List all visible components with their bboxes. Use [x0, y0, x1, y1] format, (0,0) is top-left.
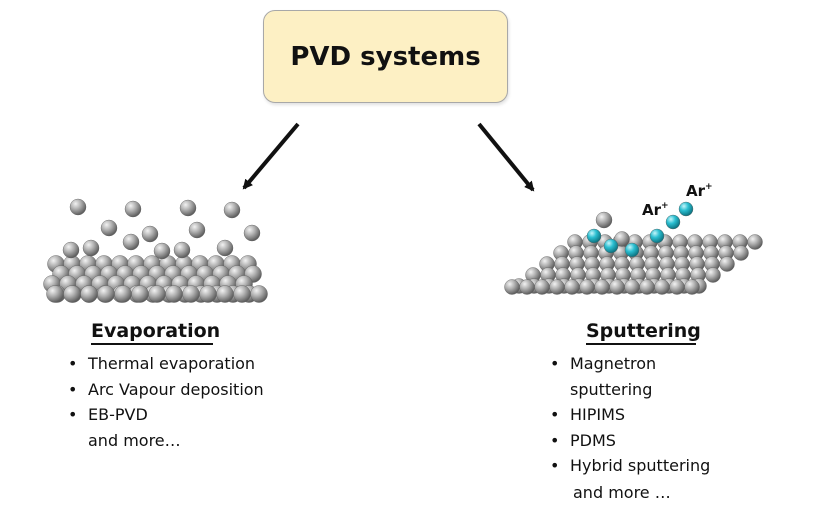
page-title: PVD systems — [290, 41, 481, 72]
substrate-atom — [250, 285, 268, 303]
sputtered-atom — [614, 231, 630, 247]
argon-ion — [665, 214, 681, 230]
evaporated-atom — [173, 241, 191, 259]
target-atom — [747, 234, 763, 250]
substrate-atom — [182, 285, 200, 303]
list-item: Magnetron — [548, 351, 710, 377]
list-item: PDMS — [548, 428, 710, 454]
substrate-atom — [233, 285, 251, 303]
list-item: Hybrid sputtering — [548, 453, 710, 479]
argon-ion — [649, 228, 665, 244]
argon-ion — [603, 238, 619, 254]
evaporated-atom — [243, 224, 261, 242]
list-item: Thermal evaporation — [66, 351, 264, 377]
evaporation-substrate — [43, 255, 268, 303]
target-atom — [639, 279, 655, 295]
evaporated-atom — [141, 225, 159, 243]
sputtering-more: and more … — [573, 483, 671, 502]
substrate-atom — [46, 285, 64, 303]
evaporated-atom — [122, 233, 140, 251]
target-atom — [609, 279, 625, 295]
arrow-to-sputtering — [477, 122, 535, 192]
target-atom — [594, 279, 610, 295]
sputtering-heading: Sputtering — [586, 320, 701, 342]
evaporated-atom — [62, 241, 80, 259]
target-atom — [705, 267, 721, 283]
target-atom — [669, 279, 685, 295]
evaporated-atom — [100, 219, 118, 237]
substrate-atom — [148, 285, 166, 303]
argon-ion — [624, 242, 640, 258]
ion-label-1: Ar+ — [642, 201, 669, 219]
target-atom — [519, 279, 535, 295]
evaporated-atoms — [62, 198, 261, 260]
ion-label-2: Ar+ — [686, 182, 713, 200]
substrate-atom — [63, 285, 81, 303]
argon-ion — [678, 201, 694, 217]
evaporated-atom — [124, 200, 142, 218]
argon-ion — [586, 228, 602, 244]
target-atom — [719, 256, 735, 272]
evaporated-atom — [179, 199, 197, 217]
sputtering-list: Magnetron sputtering HIPIMS PDMS Hybrid … — [548, 351, 710, 479]
substrate-atom — [216, 285, 234, 303]
substrate-atom — [199, 285, 217, 303]
evaporated-atom — [188, 221, 206, 239]
title-box: PVD systems — [263, 10, 508, 103]
evaporation-heading: Evaporation — [91, 320, 221, 342]
substrate-atom — [165, 285, 183, 303]
evaporated-atom — [223, 201, 241, 219]
sputtered-particles — [586, 201, 694, 258]
target-atom — [684, 279, 700, 295]
evaporated-atom — [82, 239, 100, 257]
substrate-atom — [114, 285, 132, 303]
sputtered-atom — [595, 211, 613, 229]
arrow-to-evaporation — [242, 122, 300, 190]
sputtering-target — [504, 234, 763, 295]
list-item: HIPIMS — [548, 402, 710, 428]
target-atom — [549, 279, 565, 295]
substrate-atom — [97, 285, 115, 303]
evaporated-atom — [153, 242, 171, 260]
substrate-atom — [131, 285, 149, 303]
evaporation-more: and more… — [88, 431, 181, 450]
target-atom — [733, 245, 749, 261]
target-atom — [504, 279, 520, 295]
list-item: EB-PVD — [66, 402, 264, 428]
target-atom — [624, 279, 640, 295]
evaporated-atom — [216, 239, 234, 257]
list-item: Arc Vapour deposition — [66, 377, 264, 403]
sputtering-heading-underline — [586, 343, 696, 345]
evaporation-list: Thermal evaporation Arc Vapour depositio… — [66, 351, 264, 428]
target-atom — [579, 279, 595, 295]
target-atom — [564, 279, 580, 295]
target-atom — [654, 279, 670, 295]
list-item: sputtering — [570, 379, 653, 399]
target-atom — [534, 279, 550, 295]
evaporation-heading-underline — [91, 343, 213, 345]
evaporated-atom — [69, 198, 87, 216]
substrate-atom — [80, 285, 98, 303]
